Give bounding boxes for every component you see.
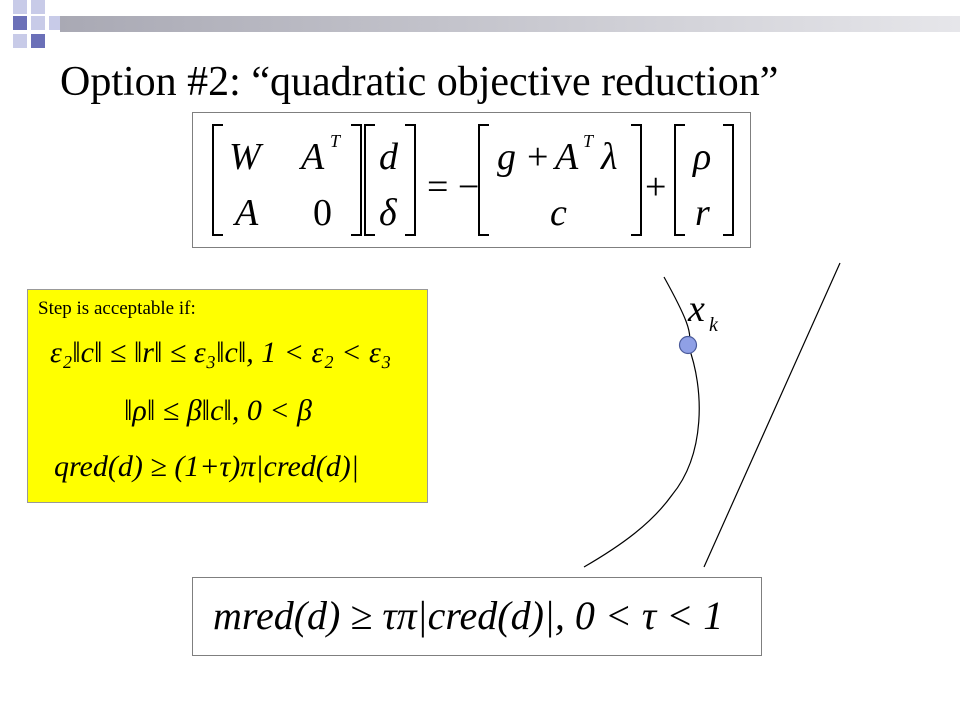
corner-squares-decoration xyxy=(13,0,63,48)
condition-rho-bound: ‖ρ‖ ≤ β‖c‖, 0 < β xyxy=(124,394,312,427)
correction-rho: ρ xyxy=(692,136,711,178)
equals-minus: = − xyxy=(427,166,479,208)
iterate-label: x xyxy=(687,288,705,330)
matrix-w: W xyxy=(229,136,264,178)
conditions-label: Step is acceptable if: xyxy=(38,298,196,319)
iterate-point xyxy=(678,335,698,355)
slide-title: Option #2: “quadratic objective reductio… xyxy=(60,59,779,105)
condition-qred: qred(d) ≥ (1+τ)π|cred(d)| xyxy=(54,450,359,483)
matrix-zero: 0 xyxy=(313,192,332,234)
mred-condition-box: mred(d) ≥ τπ|cred(d)|, 0 < τ < 1 xyxy=(192,577,762,656)
vector-d: d xyxy=(379,136,399,178)
rhs-g: g xyxy=(497,136,516,178)
vector-delta: δ xyxy=(379,192,398,234)
rhs-c: c xyxy=(550,192,567,234)
plus-sign: + xyxy=(645,166,666,208)
acceptance-conditions-box: Step is acceptable if: ε₂‖c‖ ≤ ‖r‖ ≤ ε₃‖… xyxy=(27,289,428,503)
constraint-curve xyxy=(583,276,700,568)
kkt-equation-graphic: W A T A 0 d δ = − g + A T λ c + ρ r xyxy=(212,124,734,236)
linearized-constraint-line xyxy=(703,262,841,568)
kkt-system-equation: W A T A 0 d δ = − g + A T λ c + ρ r xyxy=(192,112,751,248)
mred-formula: mred(d) ≥ τπ|cred(d)|, 0 < τ < 1 xyxy=(213,593,724,638)
title-bar-decoration xyxy=(60,16,960,32)
condition-residual-bounds: ε₂‖c‖ ≤ ‖r‖ ≤ ε₃‖c‖, 1 < ε₂ < ε₃ xyxy=(50,336,392,369)
rhs-lambda: λ xyxy=(600,136,617,178)
matrix-a: A xyxy=(232,192,259,234)
rhs-plus: + xyxy=(527,136,548,178)
constraint-curve-figure: x k xyxy=(583,262,841,568)
matrix-at-sup: T xyxy=(330,131,342,151)
iterate-label-sub: k xyxy=(709,314,719,336)
rhs-a-sup: T xyxy=(583,131,595,151)
rhs-a: A xyxy=(552,136,579,178)
correction-r: r xyxy=(695,192,710,234)
matrix-at: A xyxy=(298,136,325,178)
